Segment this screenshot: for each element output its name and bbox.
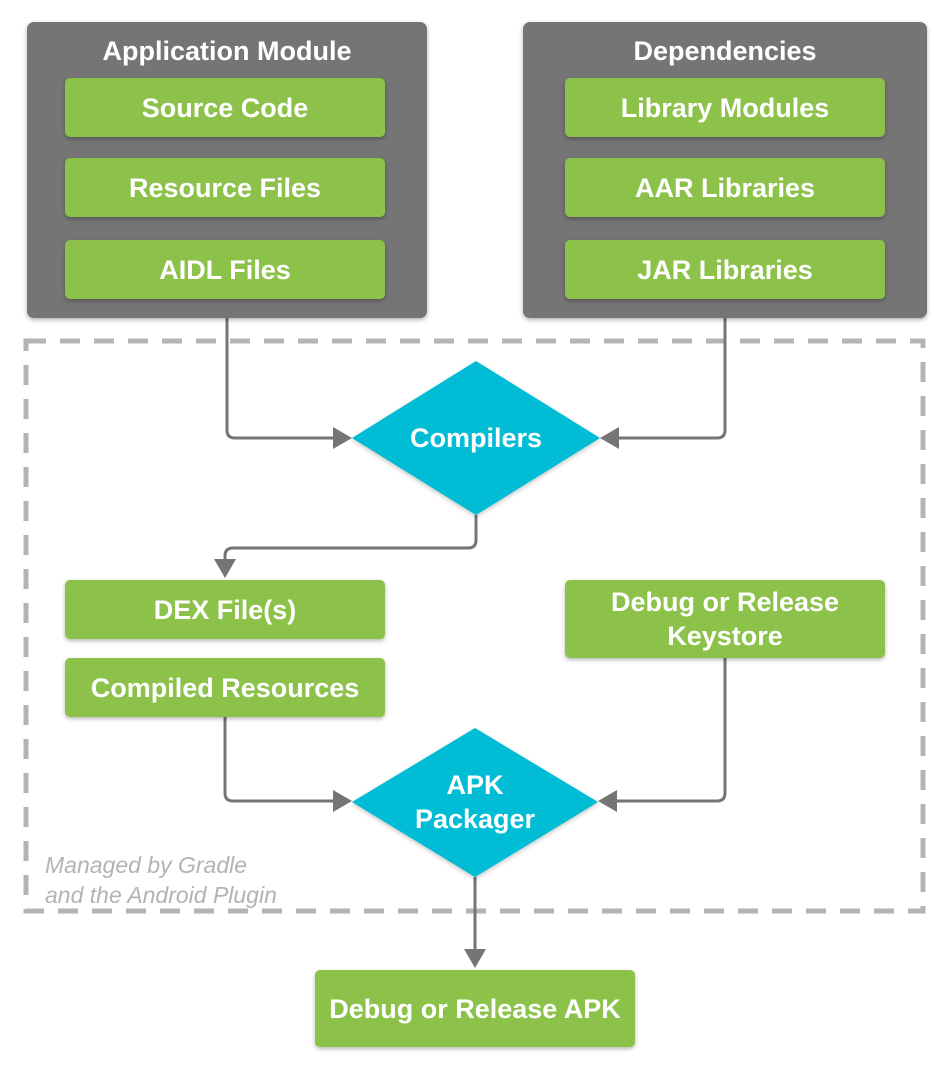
node-jar-libraries: JAR Libraries bbox=[565, 240, 885, 299]
node-aidl-files: AIDL Files bbox=[65, 240, 385, 299]
dependencies-title: Dependencies bbox=[633, 35, 817, 66]
connector-dependencies-to-compilers bbox=[618, 318, 727, 440]
dependencies-group: Dependencies Library Modules AAR Librari… bbox=[523, 22, 927, 318]
node-keystore: Debug or Release Keystore bbox=[565, 580, 885, 658]
connector-keystore-to-packager bbox=[616, 658, 727, 803]
gradle-note-line1: Managed by Gradle bbox=[45, 852, 248, 878]
compilers-diamond-shape bbox=[352, 361, 600, 515]
node-output-apk: Debug or Release APK bbox=[315, 970, 635, 1047]
node-compiled-resources: Compiled Resources bbox=[65, 658, 385, 717]
node-source-code: Source Code bbox=[65, 78, 385, 137]
connector-compilers-to-dex bbox=[223, 515, 478, 560]
node-aar-libraries: AAR Libraries bbox=[565, 158, 885, 217]
arrowhead-into-dex bbox=[214, 559, 236, 578]
arrowhead-into-packager-right bbox=[598, 790, 617, 812]
application-module-title: Application Module bbox=[102, 35, 352, 66]
apk-packager-diamond-shape bbox=[352, 728, 598, 877]
gradle-note: Managed by Gradle and the Android Plugin bbox=[45, 850, 345, 910]
application-module-group: Application Module Source Code Resource … bbox=[27, 22, 427, 318]
arrowhead-into-compilers-left bbox=[333, 427, 352, 449]
node-library-modules: Library Modules bbox=[565, 78, 885, 137]
arrowhead-into-output-apk bbox=[464, 949, 486, 968]
node-resource-files: Resource Files bbox=[65, 158, 385, 217]
arrowhead-into-packager-left bbox=[333, 790, 352, 812]
gradle-note-line2: and the Android Plugin bbox=[45, 882, 277, 908]
arrowhead-into-compilers-right bbox=[600, 427, 619, 449]
connector-resources-to-packager bbox=[223, 717, 334, 803]
node-dex-files: DEX File(s) bbox=[65, 580, 385, 639]
connector-app-module-to-compilers bbox=[225, 318, 334, 440]
